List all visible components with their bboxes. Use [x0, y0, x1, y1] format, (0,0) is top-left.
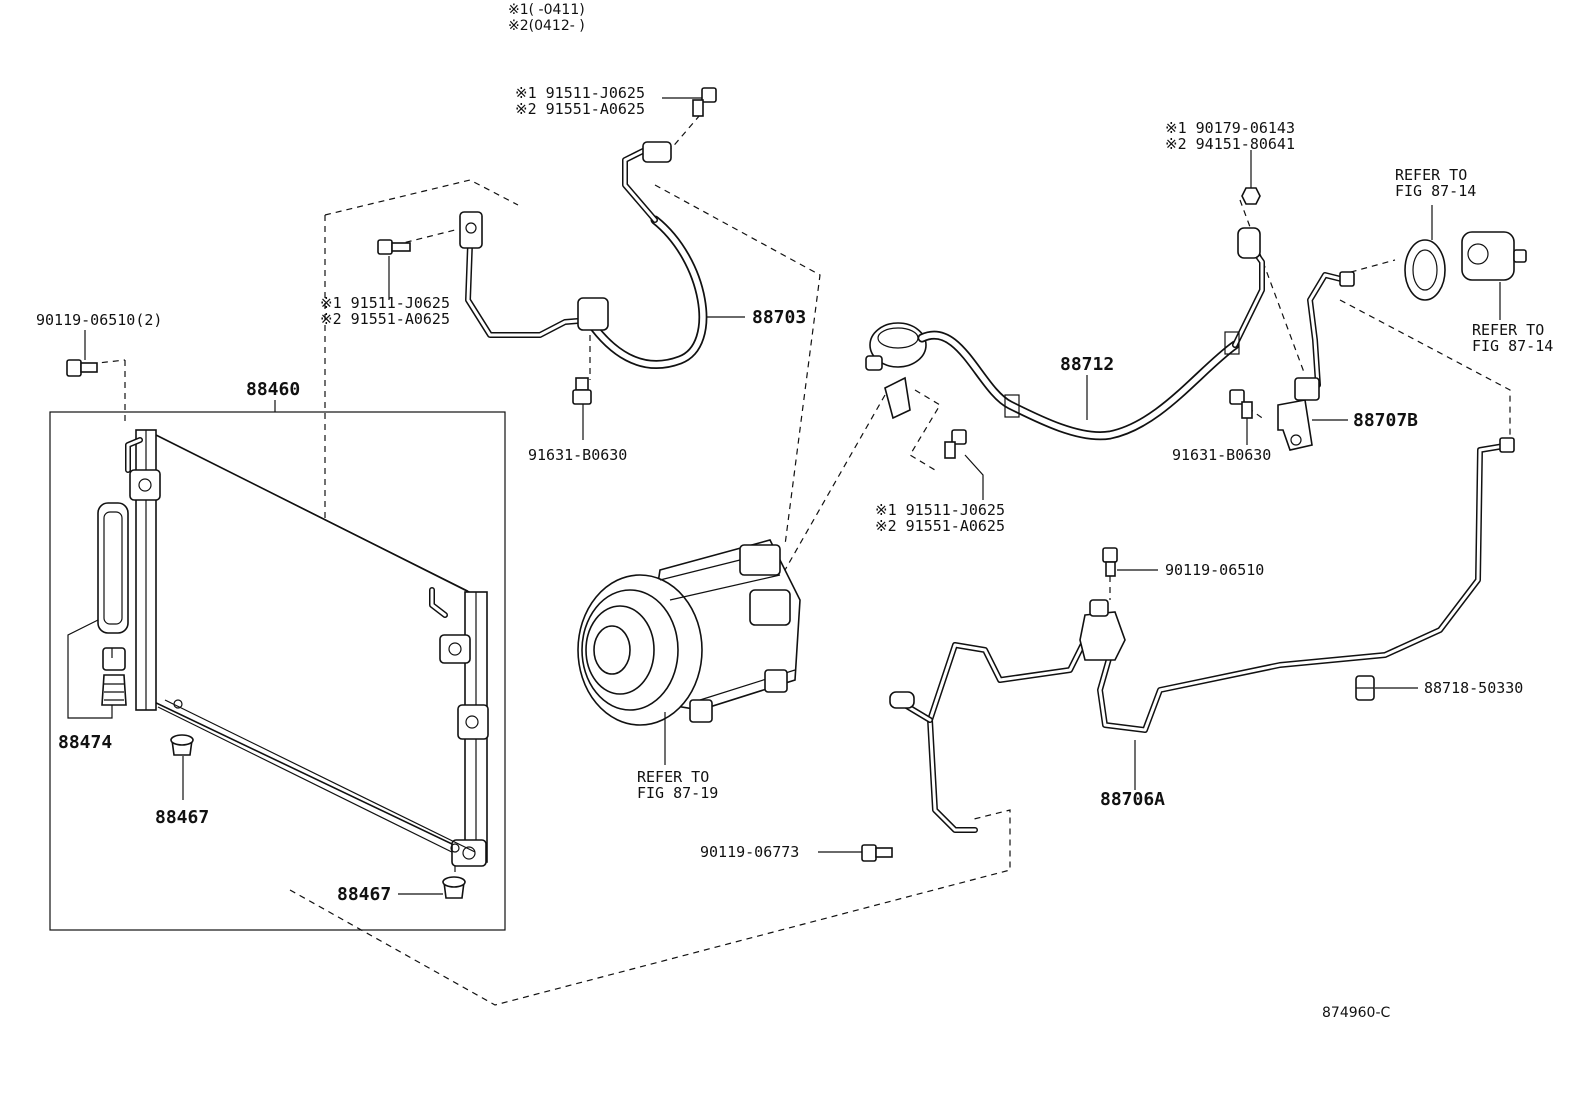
pipe-88707b[interactable]: [1277, 271, 1355, 451]
label-88703: 88703: [752, 307, 806, 328]
label-bolt-left-1: ※1 91511-J0625: [320, 294, 450, 312]
label-91631-right: 91631-B0630: [1172, 446, 1271, 464]
cushion-88467-lower[interactable]: [442, 876, 466, 899]
bolt-91511-j0625-top[interactable]: [692, 87, 717, 117]
label-88718-50330: 88718-50330: [1424, 679, 1523, 697]
expansion-valve[interactable]: [1461, 231, 1527, 281]
bracket-88474[interactable]: [101, 647, 127, 706]
label-refer-top-1: REFER TO: [1395, 166, 1467, 184]
variant-note-1: ※1( -0411): [508, 2, 585, 18]
label-88474: 88474: [58, 732, 112, 753]
label-90119-06773: 90119-06773: [700, 843, 799, 861]
hose-88703[interactable]: [459, 141, 708, 369]
dashed-outline-bottom: [289, 809, 1011, 1006]
label-bolt-mid-2: ※2 91551-A0625: [875, 517, 1005, 535]
hose-88712[interactable]: [865, 227, 1265, 441]
bolt-91511-j0625-left[interactable]: [377, 239, 411, 255]
leader-bolt-mid: [964, 454, 984, 500]
label-88706a: 88706A: [1100, 789, 1165, 810]
pipe-88706a[interactable]: [889, 437, 1515, 833]
label-refer-top-2: FIG 87-14: [1395, 182, 1476, 200]
label-bolt-top-1: ※1 91511-J0625: [515, 84, 645, 102]
compressor[interactable]: [577, 539, 801, 726]
label-nut-right-1: ※1 90179-06143: [1165, 119, 1295, 137]
label-88467-lower: 88467: [337, 884, 391, 905]
seal-panel: [97, 502, 129, 634]
label-bolt-top-2: ※2 91551-A0625: [515, 100, 645, 118]
bolt-90119-06510-pair[interactable]: [66, 359, 98, 377]
figure-id: 874960-C: [1322, 1005, 1390, 1021]
leader-88474: [67, 619, 113, 719]
nut-90179-06143[interactable]: [1241, 187, 1261, 205]
condenser-88460[interactable]: [49, 411, 506, 931]
sensor-91631-b0630-left[interactable]: [572, 377, 592, 405]
label-bolt-mid-1: ※1 91511-J0625: [875, 501, 1005, 519]
sensor-91631-b0630-right[interactable]: [1229, 389, 1253, 419]
label-88712: 88712: [1060, 354, 1114, 375]
label-refer-right-2: FIG 87-14: [1472, 337, 1553, 355]
label-90119-06510-2: 90119-06510(2): [36, 311, 162, 329]
variant-note-2: ※2(0412- ): [508, 18, 585, 34]
bolt-90119-06773[interactable]: [861, 844, 893, 862]
label-88460: 88460: [246, 379, 300, 400]
label-refer-comp-1: REFER TO: [637, 768, 709, 786]
label-bolt-left-2: ※2 91551-A0625: [320, 310, 450, 328]
bolt-90119-06510[interactable]: [1102, 547, 1118, 577]
label-refer-comp-2: FIG 87-19: [637, 784, 718, 802]
bolt-91511-j0625-mid[interactable]: [944, 429, 967, 459]
label-88707b: 88707B: [1353, 410, 1418, 431]
label-refer-right-1: REFER TO: [1472, 321, 1544, 339]
label-90119-06510: 90119-06510: [1165, 561, 1264, 579]
label-nut-right-2: ※2 94151-80641: [1165, 135, 1295, 153]
leader-dashes: [79, 114, 1511, 880]
evaporator-seal[interactable]: [1404, 239, 1446, 301]
label-88467-upper: 88467: [155, 807, 209, 828]
clamp-88718-50330[interactable]: [1355, 675, 1375, 701]
label-91631-left: 91631-B0630: [528, 446, 627, 464]
cushion-88467-upper[interactable]: [170, 734, 194, 756]
condenser-group-box: [49, 411, 506, 931]
